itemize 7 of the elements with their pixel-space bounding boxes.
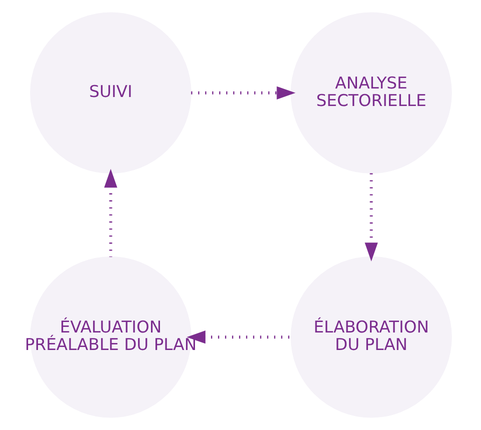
arrow bbox=[364, 173, 378, 262]
node-circle: ÉLABORATION DU PLAN bbox=[290, 256, 452, 418]
node-circle: SUIVI bbox=[30, 12, 191, 174]
arrow bbox=[190, 86, 295, 100]
node-circle: ANALYSE SECTORIELLE bbox=[290, 12, 452, 174]
arrow bbox=[104, 168, 117, 257]
arrow bbox=[186, 330, 291, 344]
